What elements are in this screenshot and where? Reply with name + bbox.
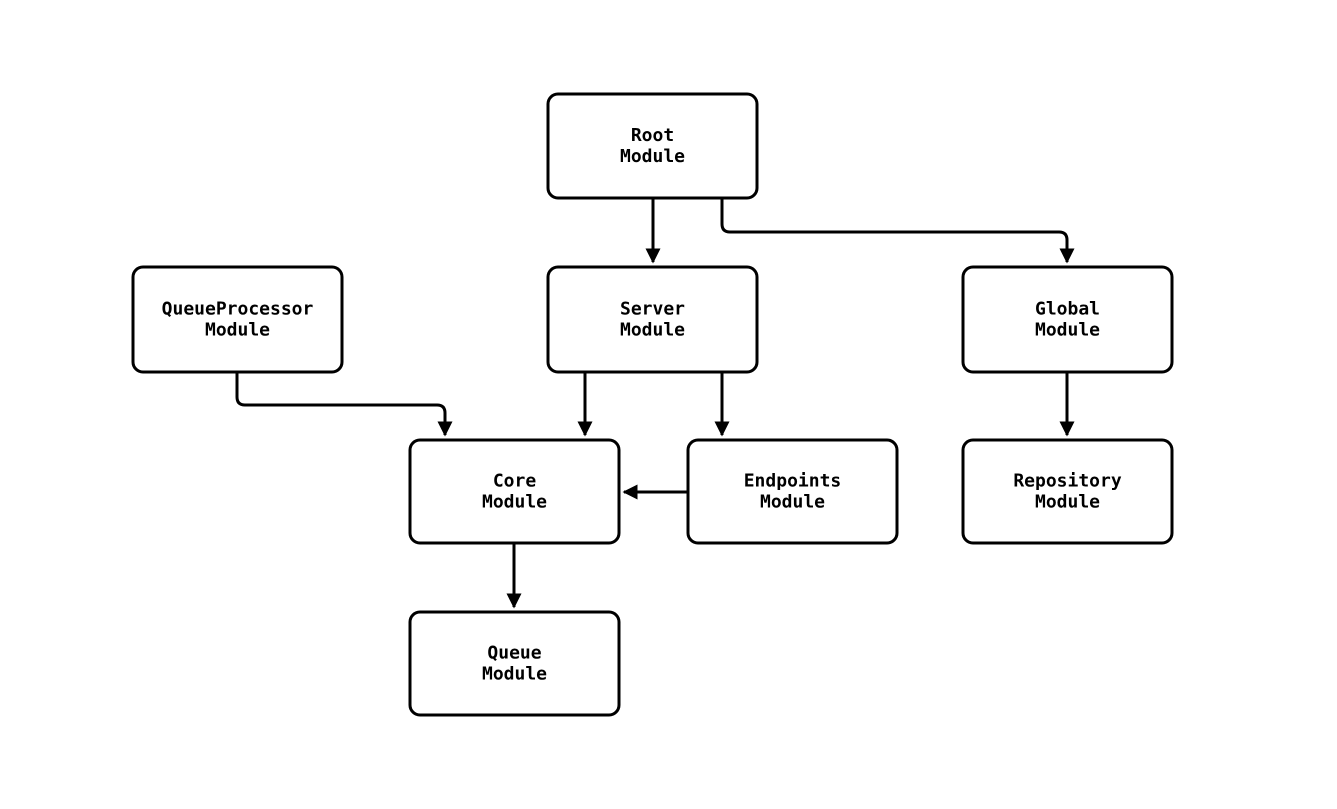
node-label-endpoints-line2: Module bbox=[760, 492, 825, 513]
node-label-core-line1: Core bbox=[493, 471, 537, 492]
node-label-queue-line1: Queue bbox=[487, 643, 541, 664]
edge-queueprocessor-to-core bbox=[235, 372, 453, 437]
node-box-core bbox=[408, 438, 621, 545]
node-box-queue bbox=[408, 610, 621, 717]
node-box-root bbox=[546, 92, 759, 200]
node-box-server bbox=[546, 265, 759, 374]
node-box-endpoints bbox=[686, 438, 899, 545]
edges-layer bbox=[235, 198, 1075, 609]
node-box-repository bbox=[961, 438, 1174, 545]
node-label-repository-line2: Module bbox=[1035, 492, 1100, 513]
nodes-layer: RootModuleQueueProcessorModuleServerModu… bbox=[131, 92, 1174, 717]
node-label-global-line2: Module bbox=[1035, 320, 1100, 341]
node-label-queueprocessor-line2: Module bbox=[205, 320, 270, 341]
node-box-queueprocessor bbox=[131, 265, 344, 374]
edge-root-to-global bbox=[720, 198, 1075, 264]
node-label-queueprocessor-line1: QueueProcessor bbox=[162, 299, 314, 320]
node-label-server-line2: Module bbox=[620, 320, 685, 341]
node-label-global-line1: Global bbox=[1035, 299, 1100, 320]
node-label-root-line1: Root bbox=[631, 125, 674, 146]
node-label-root-line2: Module bbox=[620, 146, 685, 167]
node-label-endpoints-line1: Endpoints bbox=[744, 471, 842, 492]
node-label-server-line1: Server bbox=[620, 299, 685, 320]
node-label-core-line2: Module bbox=[482, 492, 547, 513]
node-label-queue-line2: Module bbox=[482, 664, 547, 685]
node-box-global bbox=[961, 265, 1174, 374]
node-label-repository-line1: Repository bbox=[1013, 471, 1122, 492]
